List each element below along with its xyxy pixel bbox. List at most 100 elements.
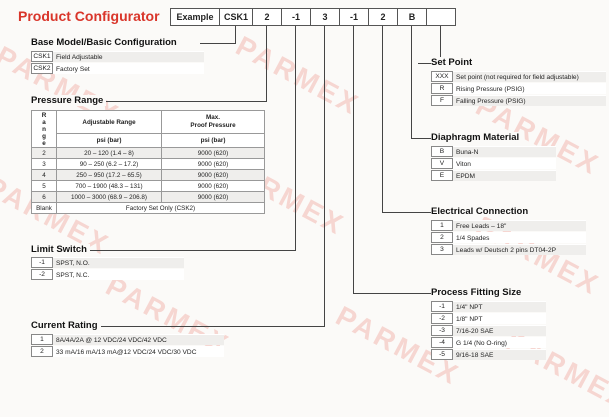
option-desc: SPST, N.C. <box>53 269 184 280</box>
connector-line <box>353 293 431 294</box>
option-code: R <box>431 83 453 94</box>
table-row: 4 250 – 950 (17.2 – 65.5) 9000 (620) <box>31 169 265 181</box>
connector-line <box>382 212 431 213</box>
page-title: Product Configurator <box>18 8 160 24</box>
option-desc: G 1/4 (No O-ring) <box>453 337 546 348</box>
table-row: 3 90 – 250 (6.2 – 17.2) 9000 (620) <box>31 158 265 170</box>
option-desc: Leads w/ Deutsch 2 pins DT04-2P <box>453 244 586 255</box>
fitting-row: -3 7/16-20 SAE <box>431 325 546 336</box>
option-desc: Set point (not required for field adjust… <box>453 71 606 82</box>
current-rating-row: 1 8A/4A/2A @ 12 VDC/24 VDC/42 VDC <box>31 334 224 345</box>
electrical-row: 2 1/4 Spades <box>431 232 586 243</box>
option-code: E <box>431 170 453 181</box>
electrical-row: 1 Free Leads – 18" <box>431 220 586 231</box>
connector-line <box>353 26 354 294</box>
diaphragm-row: V Viton <box>431 158 556 169</box>
option-code: 2 <box>31 346 53 357</box>
pressure-range-heading: Pressure Range <box>31 95 107 106</box>
limit-switch-row: -1 SPST, N.O. <box>31 257 184 268</box>
connector-line <box>324 26 325 327</box>
option-desc: 7/16-20 SAE <box>453 325 546 336</box>
table-row: 5 700 – 1900 (48.3 – 131) 9000 (620) <box>31 180 265 192</box>
example-label: Example <box>170 8 220 26</box>
option-desc: 33 mA/16 mA/13 mA@12 VDC/24 VDC/30 VDC <box>53 346 224 357</box>
option-code: 1 <box>31 334 53 345</box>
option-desc: SPST, N.O. <box>53 257 184 268</box>
connector-line <box>98 326 325 327</box>
set-point-heading: Set Point <box>431 57 476 68</box>
option-code: -1 <box>31 257 53 268</box>
diaphragm-row: B Buna-N <box>431 146 556 157</box>
limit-switch-row: -2 SPST, N.C. <box>31 269 184 280</box>
fitting-row: -5 9/16-18 SAE <box>431 349 546 360</box>
connector-line <box>418 63 441 64</box>
watermark: PARMEX <box>230 30 366 122</box>
base-model-row: CSK2 Factory Set <box>31 63 204 74</box>
electrical-row: 3 Leads w/ Deutsch 2 pins DT04-2P <box>431 244 586 255</box>
current-rating-heading: Current Rating <box>31 320 101 331</box>
option-code: V <box>431 158 453 169</box>
adjustable-range-header: Adjustable Range <box>56 109 162 135</box>
set-point-row: F Falling Pressure (PSIG) <box>431 95 606 106</box>
code-fitting: -1 <box>339 8 369 26</box>
option-desc: 1/4 Spades <box>453 232 586 243</box>
electrical-heading: Electrical Connection <box>431 206 532 217</box>
option-code: CSK2 <box>31 63 53 74</box>
connector-line <box>411 26 412 139</box>
code-diaphragm: B <box>397 8 427 26</box>
table-row: 2 20 – 120 (1.4 – 8) 9000 (620) <box>31 147 265 159</box>
option-desc: Falling Pressure (PSIG) <box>453 95 606 106</box>
option-code: -2 <box>431 313 453 324</box>
option-desc: Free Leads – 18" <box>453 220 586 231</box>
connector-line <box>200 43 236 44</box>
base-model-heading: Base Model/Basic Configuration <box>31 37 180 48</box>
option-desc: Rising Pressure (PSIG) <box>453 83 606 94</box>
option-desc: 9/16-18 SAE <box>453 349 546 360</box>
option-code: -2 <box>31 269 53 280</box>
option-code: -3 <box>431 325 453 336</box>
code-set-point <box>426 8 456 26</box>
option-desc: Factory Set <box>53 63 204 74</box>
option-code: 2 <box>431 232 453 243</box>
option-code: -4 <box>431 337 453 348</box>
option-code: -1 <box>431 301 453 312</box>
option-desc: Buna-N <box>453 146 556 157</box>
option-desc: EPDM <box>453 170 556 181</box>
unit-header: psi (bar) <box>161 133 265 148</box>
connector-line <box>235 26 236 44</box>
fitting-heading: Process Fitting Size <box>431 287 525 298</box>
code-pressure-range: 2 <box>252 8 282 26</box>
option-code: CSK1 <box>31 51 53 62</box>
diaphragm-heading: Diaphragm Material <box>431 132 523 143</box>
fitting-row: -4 G 1/4 (No O-ring) <box>431 337 546 348</box>
current-rating-row: 2 33 mA/16 mA/13 mA@12 VDC/24 VDC/30 VDC <box>31 346 224 357</box>
option-desc: Viton <box>453 158 556 169</box>
option-desc: Field Adjustable <box>53 51 204 62</box>
set-point-row: R Rising Pressure (PSIG) <box>431 83 606 94</box>
code-electrical: 2 <box>368 8 398 26</box>
pressure-range-table: R a n g e Adjustable Range Max. Proof Pr… <box>31 109 265 214</box>
option-code: B <box>431 146 453 157</box>
option-code: XXX <box>431 71 453 82</box>
diaphragm-row: E EPDM <box>431 170 556 181</box>
option-code: 3 <box>431 244 453 255</box>
option-code: -5 <box>431 349 453 360</box>
set-point-row: XXX Set point (not required for field ad… <box>431 71 606 82</box>
connector-line <box>295 26 296 251</box>
connector-line <box>440 26 441 64</box>
fitting-row: -1 1/4" NPT <box>431 301 546 312</box>
table-row: 6 1000 – 3000 (68.9 – 206.8) 9000 (620) <box>31 191 265 203</box>
code-current-rating: 3 <box>310 8 340 26</box>
option-code: 1 <box>431 220 453 231</box>
connector-line <box>266 26 267 102</box>
base-model-row: CSK1 Field Adjustable <box>31 51 204 62</box>
code-base-model: CSK1 <box>219 8 253 26</box>
connector-line <box>382 26 383 213</box>
connector-line <box>103 101 267 102</box>
option-desc: 1/4" NPT <box>453 301 546 312</box>
code-limit-switch: -1 <box>281 8 311 26</box>
table-row: Blank Factory Set Only (CSK2) <box>31 202 265 214</box>
connector-line <box>411 138 431 139</box>
max-proof-header: Max. Proof Pressure <box>161 109 265 135</box>
fitting-row: -2 1/8" NPT <box>431 313 546 324</box>
